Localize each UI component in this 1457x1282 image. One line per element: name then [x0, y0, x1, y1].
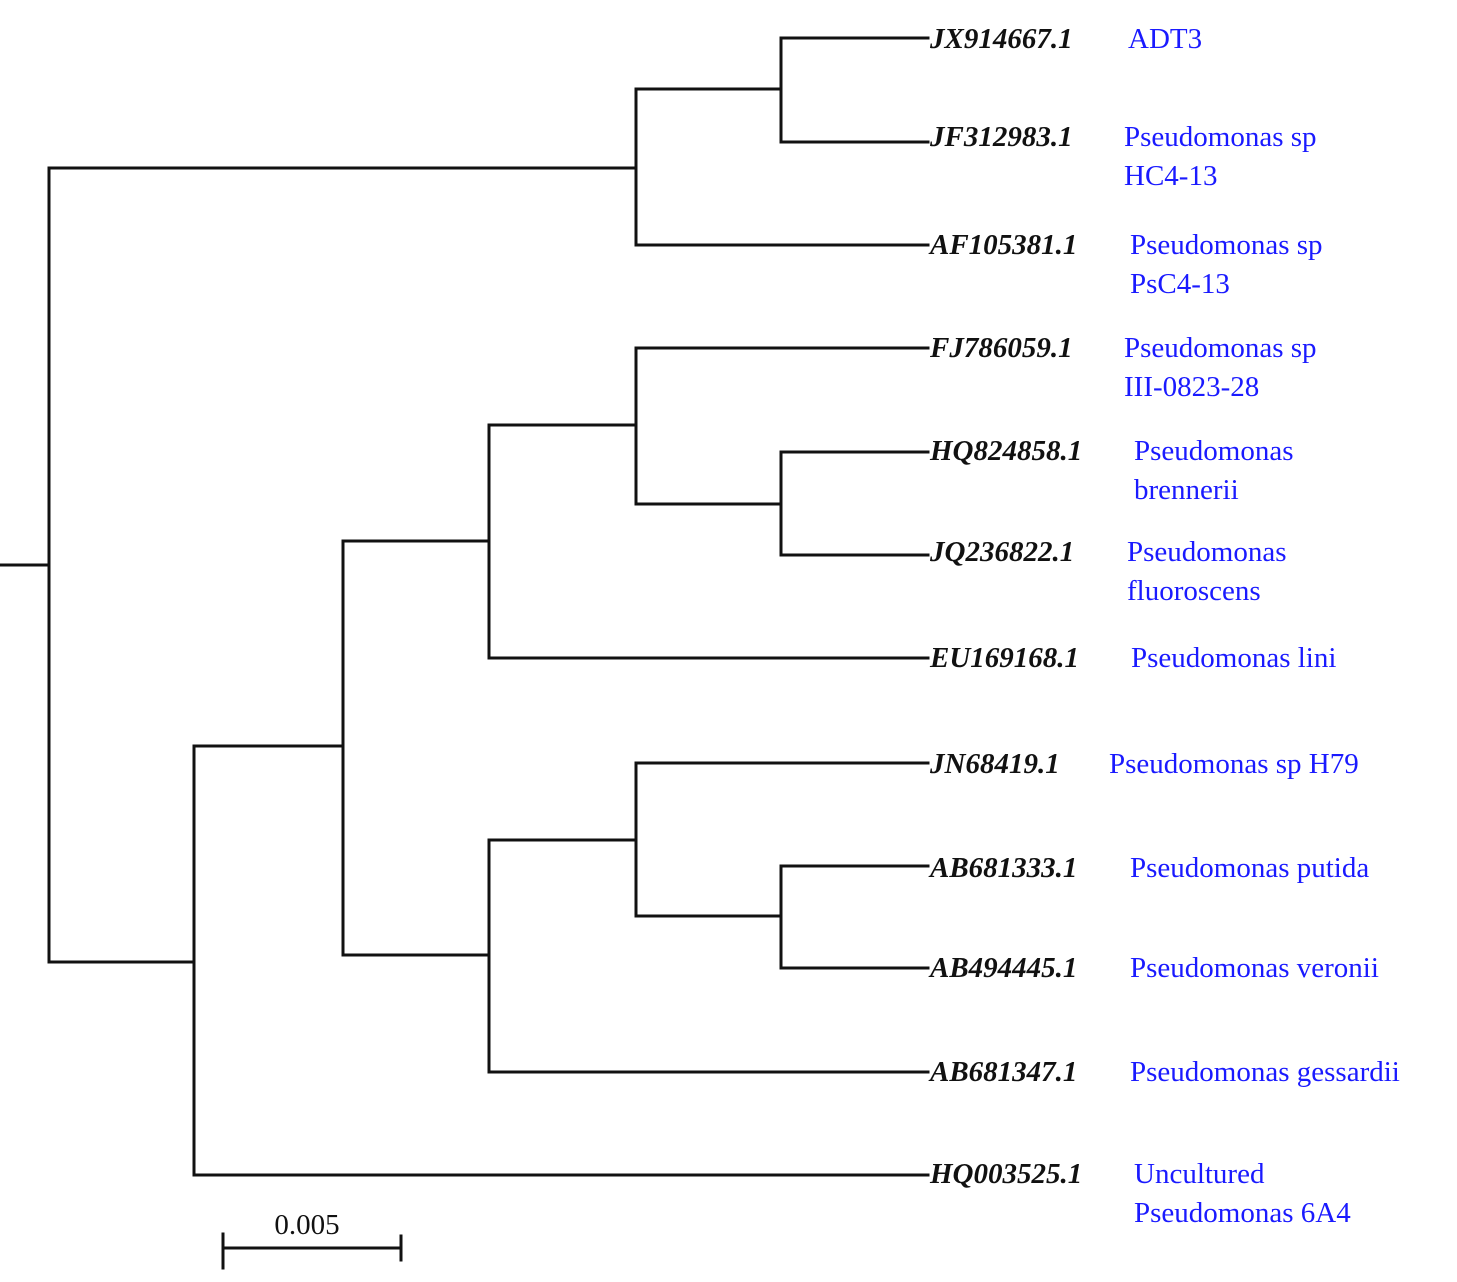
species-label: Pseudomonas sp: [1124, 121, 1317, 153]
accession-label: HQ003525.1: [929, 1158, 1082, 1190]
scale-bar: 0.005: [221, 1209, 403, 1270]
species-label: ADT3: [1128, 23, 1202, 55]
leaf-label: JQ236822.1 Pseudomonas fluoroscens: [929, 536, 1287, 607]
leaf-label: JF312983.1 Pseudomonas sp HC4-13: [929, 121, 1317, 192]
accession-label: JN68419.1: [929, 748, 1060, 780]
species-label: Pseudomonas: [1134, 435, 1294, 467]
leaf-label: AF105381.1 Pseudomonas sp PsC4-13: [928, 229, 1323, 300]
species-label: Pseudomonas putida: [1130, 852, 1369, 884]
accession-label: AB681333.1: [928, 852, 1077, 884]
leaf-label: EU169168.1 Pseudomonas lini: [929, 642, 1336, 674]
species-label: Pseudomonas sp: [1130, 229, 1323, 261]
leaf-label: HQ824858.1 Pseudomonas brennerii: [929, 435, 1294, 506]
species-label: fluoroscens: [1127, 575, 1261, 607]
species-label: Pseudomonas: [1127, 536, 1287, 568]
leaf-label: AB494445.1 Pseudomonas veronii: [928, 952, 1379, 984]
species-label: HC4-13: [1124, 160, 1217, 192]
leaf-label: JN68419.1 Pseudomonas sp H79: [929, 748, 1359, 780]
tree-branches: [0, 36, 930, 1177]
leaf-label: AB681333.1 Pseudomonas putida: [928, 852, 1369, 884]
accession-label: AB681347.1: [928, 1056, 1077, 1088]
accession-label: HQ824858.1: [929, 435, 1082, 467]
leaf-label: FJ786059.1 Pseudomonas sp III-0823-28: [929, 332, 1317, 403]
species-label: brennerii: [1134, 474, 1239, 506]
species-label: Pseudomonas gessardii: [1130, 1056, 1400, 1088]
accession-label: EU169168.1: [929, 642, 1079, 674]
scale-bar-label: 0.005: [274, 1209, 339, 1241]
accession-label: AF105381.1: [928, 229, 1077, 261]
species-label: Uncultured: [1134, 1158, 1265, 1190]
species-label: Pseudomonas lini: [1131, 642, 1336, 674]
species-label: PsC4-13: [1130, 268, 1230, 300]
species-label: Pseudomonas veronii: [1130, 952, 1379, 984]
species-label: Pseudomonas sp: [1124, 332, 1317, 364]
accession-label: JX914667.1: [929, 23, 1073, 55]
accession-label: AB494445.1: [928, 952, 1077, 984]
species-label: Pseudomonas 6A4: [1134, 1197, 1351, 1229]
accession-label: JF312983.1: [929, 121, 1073, 153]
accession-label: FJ786059.1: [929, 332, 1073, 364]
species-label: Pseudomonas sp H79: [1109, 748, 1359, 780]
leaf-label: JX914667.1 ADT3: [929, 23, 1202, 55]
accession-label: JQ236822.1: [929, 536, 1074, 568]
leaf-label: AB681347.1 Pseudomonas gessardii: [928, 1056, 1400, 1088]
species-label: III-0823-28: [1124, 371, 1259, 403]
